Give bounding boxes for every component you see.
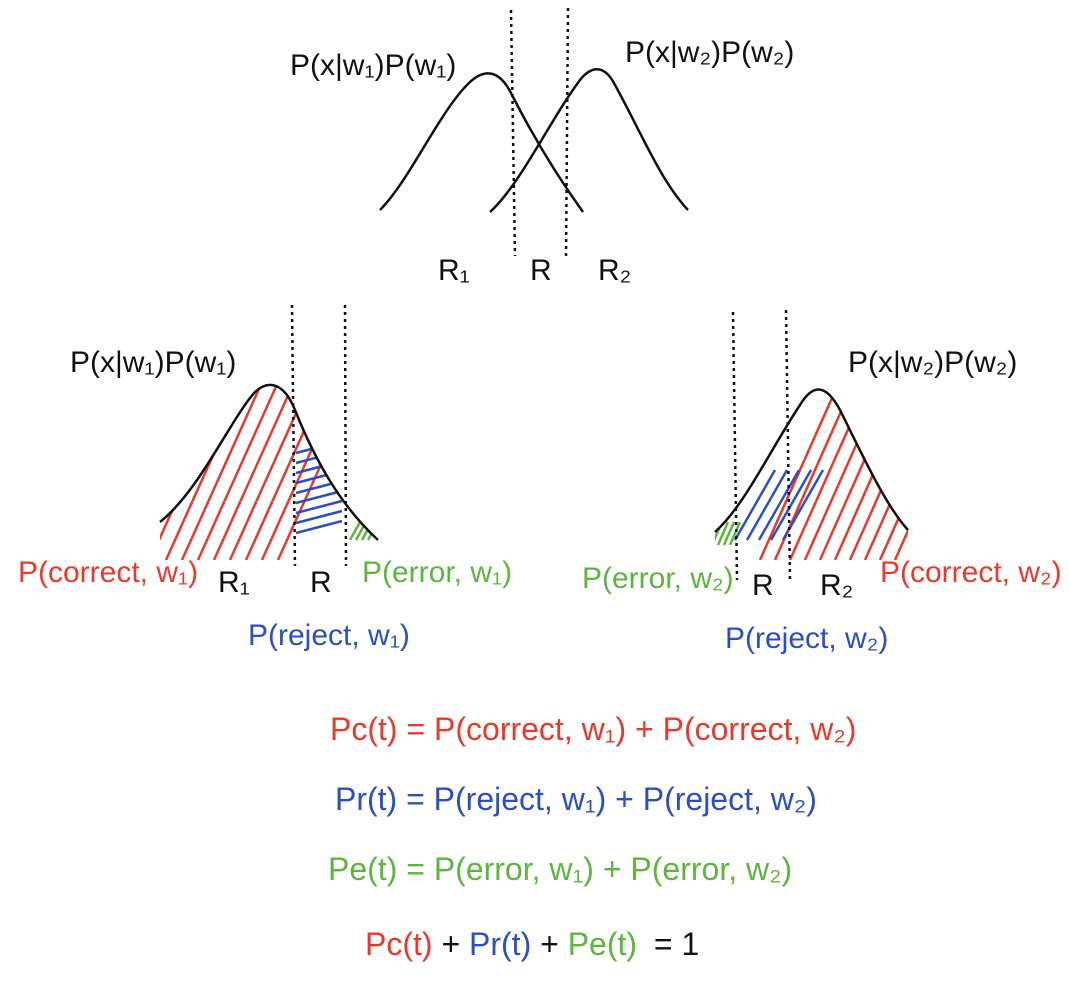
correct-hatch: [893, 389, 908, 560]
equations: Pc(t) = P(correct, w₁) + P(correct, w₂) …: [328, 711, 856, 962]
reject-hatch: [757, 469, 801, 541]
equation-sum: Pc(t) + Pr(t) + Pe(t) = 1: [365, 926, 699, 962]
reject-hatch: [769, 469, 813, 541]
curve-label: P(x|w₁)P(w₁): [70, 346, 236, 379]
threshold-line-2: [564, 7, 570, 259]
sum-pc: Pc(t): [365, 926, 433, 962]
correct-label: P(correct, w₁): [18, 556, 198, 589]
error-hatch: [716, 521, 730, 546]
equation-correct: Pc(t) = P(correct, w₁) + P(correct, w₂): [330, 711, 856, 747]
correct-hatch: [788, 389, 872, 560]
region-r1-label: R₁: [218, 566, 250, 599]
reject-label: P(reject, w₂): [725, 622, 888, 655]
reject-label: P(reject, w₁): [248, 619, 410, 652]
curve-w1: [379, 72, 585, 213]
region-r-label: R: [310, 566, 332, 599]
equation-reject: Pr(t) = P(reject, w₁) + P(reject, w₂): [335, 781, 817, 817]
threshold-line-1: [731, 311, 739, 581]
error-hatch: [348, 521, 362, 541]
correct-hatch: [180, 384, 274, 560]
correct-label: P(correct, w₂): [880, 556, 1062, 589]
region-r-label: R: [530, 254, 552, 287]
equation-error: Pe(t) = P(error, w₁) + P(error, w₂): [328, 851, 792, 887]
threshold-line-1: [290, 304, 297, 567]
region-r1-label: R₁: [438, 254, 470, 287]
correct-hatch: [878, 389, 908, 560]
correct-hatch: [863, 389, 908, 560]
error-hatch: [722, 521, 736, 546]
error-label: P(error, w₁): [362, 556, 512, 589]
error-hatch: [728, 521, 742, 546]
threshold-line-2: [343, 304, 348, 567]
curve-w2: [489, 68, 689, 213]
error-label: P(error, w₂): [582, 562, 734, 595]
threshold-line-2: [784, 309, 792, 581]
sum-pe: Pe(t): [568, 926, 637, 962]
top-diagram: P(x|w₁)P(w₁) P(x|w₂)P(w₂) R₁ R R₂: [290, 7, 794, 287]
reject-hatch: [295, 439, 343, 455]
left-diagram: P(x|w₁)P(w₁) P(correct, w₁) R₁ R P(error…: [18, 304, 512, 652]
reject-hatch: [295, 489, 343, 505]
curve-label: P(x|w₂)P(w₂): [848, 346, 1017, 379]
reject-hatch: [295, 499, 343, 515]
reject-hatch: [745, 469, 789, 541]
curve-w2: [714, 388, 909, 533]
sum-rhs: = 1: [654, 926, 699, 962]
curve-w1: [159, 383, 379, 541]
region-r2-label: R₂: [598, 254, 631, 287]
correct-hatch: [818, 389, 902, 560]
correct-hatch: [803, 389, 887, 560]
reject-hatch: [295, 509, 343, 525]
reject-hatch: [295, 519, 343, 535]
reject-hatch: [733, 469, 777, 541]
right-diagram: P(x|w₂)P(w₂) P(error, w₂) R R₂ P(correct…: [582, 309, 1062, 655]
correct-hatch: [833, 389, 908, 560]
correct-hatch: [758, 389, 842, 560]
region-r-label: R: [752, 569, 774, 602]
correct-hatch: [196, 384, 290, 560]
reject-hatch: [295, 469, 343, 485]
curve-w2-label: P(x|w₂)P(w₂): [625, 36, 794, 69]
threshold-line-1: [509, 9, 517, 257]
sum-plus-2: +: [540, 926, 559, 962]
correct-hatch: [848, 389, 908, 560]
sum-plus-1: +: [441, 926, 460, 962]
region-r2-label: R₂: [820, 569, 853, 602]
sum-pr: Pr(t): [469, 926, 531, 962]
curve-w1-label: P(x|w₁)P(w₁): [290, 49, 456, 82]
